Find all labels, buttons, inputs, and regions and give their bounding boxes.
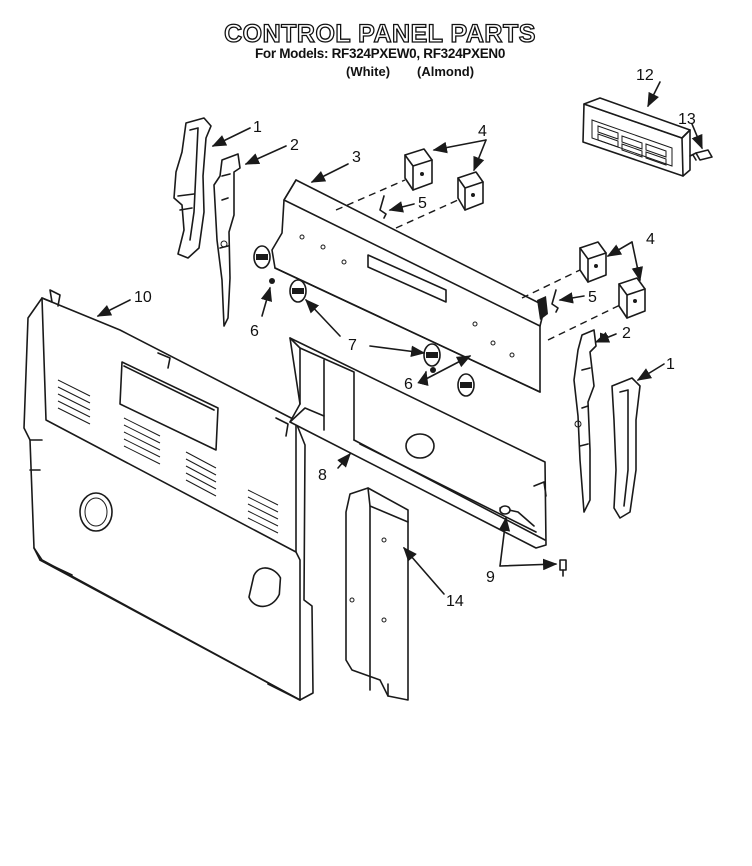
- part-3-control-panel: [271, 179, 548, 393]
- callout-5-top: 5: [418, 195, 427, 212]
- callout-1-left: 1: [253, 119, 262, 136]
- part-5-clips: [379, 195, 559, 313]
- callout-2-left: 2: [290, 137, 299, 154]
- part-1-right-end-cap: [611, 377, 641, 519]
- callout-numbers: 1 2 3 4 5 6 7 6 8 10 12 13 4 5 2 1 9 14: [134, 67, 696, 610]
- part-10-rear-cover: [23, 289, 314, 701]
- callout-10: 10: [134, 289, 152, 306]
- callout-4-right: 4: [646, 231, 655, 248]
- callout-6-mid: 6: [404, 376, 413, 393]
- part-6-screws: [269, 278, 436, 373]
- part-2-left-bracket: [213, 153, 241, 327]
- part-7-knobs: [253, 245, 475, 397]
- part-4-switches: [404, 148, 646, 319]
- part-2-right-bracket: [573, 329, 597, 513]
- callout-7: 7: [348, 337, 357, 354]
- callout-6-left: 6: [250, 323, 259, 340]
- callout-1-right: 1: [666, 356, 675, 373]
- page-header: CONTROL PANEL PARTS For Models: RF324PXE…: [0, 0, 752, 90]
- callout-2-right: 2: [622, 325, 631, 342]
- part-1-left-end-cap: [173, 117, 212, 259]
- part-9-screws: [499, 505, 567, 577]
- part-14-vertical-channel: [345, 487, 409, 701]
- callout-4-top: 4: [478, 123, 487, 140]
- variant-almond-label: (Almond): [417, 64, 475, 79]
- callout-12: 12: [636, 67, 654, 84]
- part-8-lower-shield: [289, 337, 547, 549]
- variant-white-label: (White): [346, 64, 391, 79]
- models-line: For Models: RF324PXEW0, RF324PXEN0: [254, 46, 506, 61]
- callout-13: 13: [678, 111, 696, 128]
- leader-arrows: [96, 81, 703, 595]
- callout-5-right: 5: [588, 289, 597, 306]
- callout-14: 14: [446, 593, 464, 610]
- part-13-screw: [689, 149, 713, 161]
- callout-9: 9: [486, 569, 495, 586]
- page-title: CONTROL PANEL PARTS: [223, 19, 536, 48]
- callout-3: 3: [352, 149, 361, 166]
- alignment-lines: [335, 179, 621, 341]
- callout-8: 8: [318, 467, 327, 484]
